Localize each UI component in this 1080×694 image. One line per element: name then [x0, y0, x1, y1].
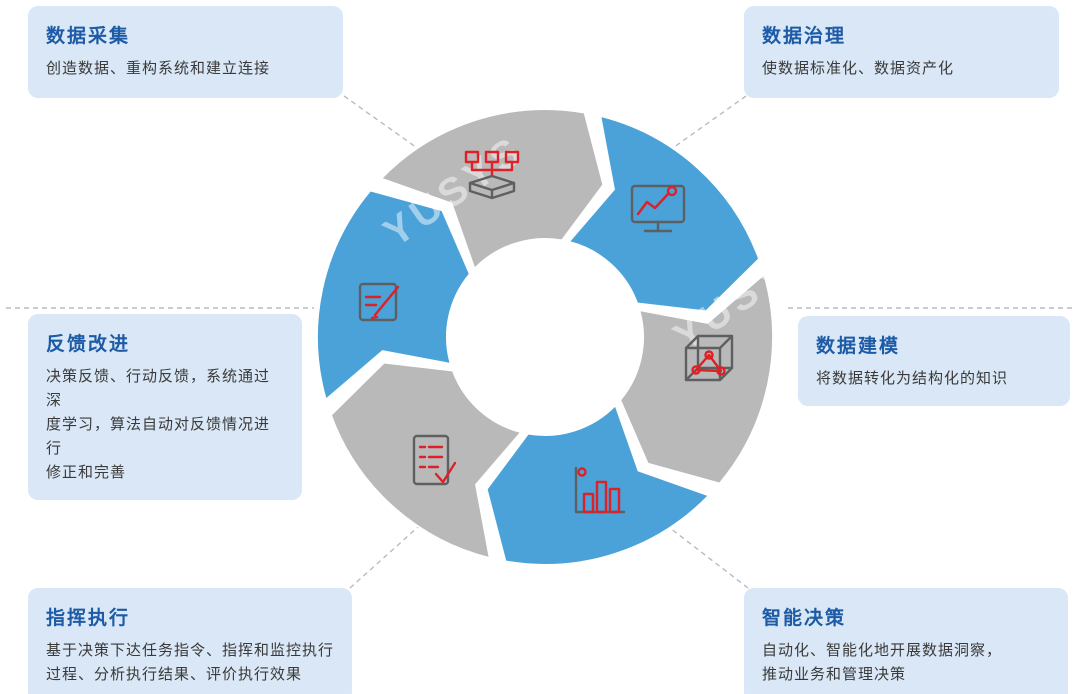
callout-command-execution-desc: 基于决策下达任务指令、指挥和监控执行 过程、分析执行结果、评价执行效果 [46, 642, 335, 683]
callout-data-modeling-title: 数据建模 [816, 336, 901, 357]
callout-data-governance: 数据治理 使数据标准化、数据资产化 [744, 6, 1059, 98]
bar-chart-icon [574, 466, 626, 514]
cycle-segment-data-governance [566, 114, 761, 313]
connector-lines [6, 95, 1076, 589]
monitor-chart-icon [630, 184, 686, 233]
callout-feedback-improvement-desc: 决策反馈、行动反馈，系统通过深 度学习，算法自动对反馈情况进行 修正和完善 [46, 368, 271, 481]
cycle-ring [315, 108, 775, 566]
cube-network-icon [684, 334, 734, 382]
callout-data-governance-title: 数据治理 [762, 26, 847, 47]
callout-command-execution-title: 指挥执行 [46, 608, 131, 629]
callout-intelligent-decision: 智能决策 自动化、智能化地开展数据洞察， 推动业务和管理决策 [744, 588, 1068, 694]
callout-data-modeling: 数据建模 将数据转化为结构化的知识 [798, 316, 1070, 406]
callout-command-execution: 指挥执行 基于决策下达任务指令、指挥和监控执行 过程、分析执行结果、评价执行效果 [28, 588, 352, 694]
connector-top-left [343, 95, 421, 151]
callout-data-modeling-desc: 将数据转化为结构化的知识 [816, 370, 1009, 387]
callout-data-collection-desc: 创造数据、重构系统和建立连接 [46, 60, 271, 77]
callout-intelligent-decision-title: 智能决策 [762, 608, 847, 629]
connector-top-right [669, 95, 747, 151]
edit-note-icon [358, 282, 400, 322]
connector-bottom-right [669, 527, 749, 589]
cycle-segment-feedback-improvement [315, 189, 472, 402]
network-stack-icon [464, 150, 520, 200]
callout-data-collection-title: 数据采集 [46, 26, 131, 47]
cycle-segment-command-execution [329, 361, 524, 560]
connector-bottom-left [349, 526, 419, 589]
callout-feedback-improvement-title: 反馈改进 [46, 334, 131, 355]
checklist-icon [412, 434, 457, 486]
callout-data-collection: 数据采集 创造数据、重构系统和建立连接 [28, 6, 343, 98]
callout-data-governance-desc: 使数据标准化、数据资产化 [762, 60, 955, 77]
callout-feedback-improvement: 反馈改进 决策反馈、行动反馈，系统通过深 度学习，算法自动对反馈情况进行 修正和… [28, 314, 302, 500]
callout-intelligent-decision-desc: 自动化、智能化地开展数据洞察， 推动业务和管理决策 [762, 642, 1003, 683]
